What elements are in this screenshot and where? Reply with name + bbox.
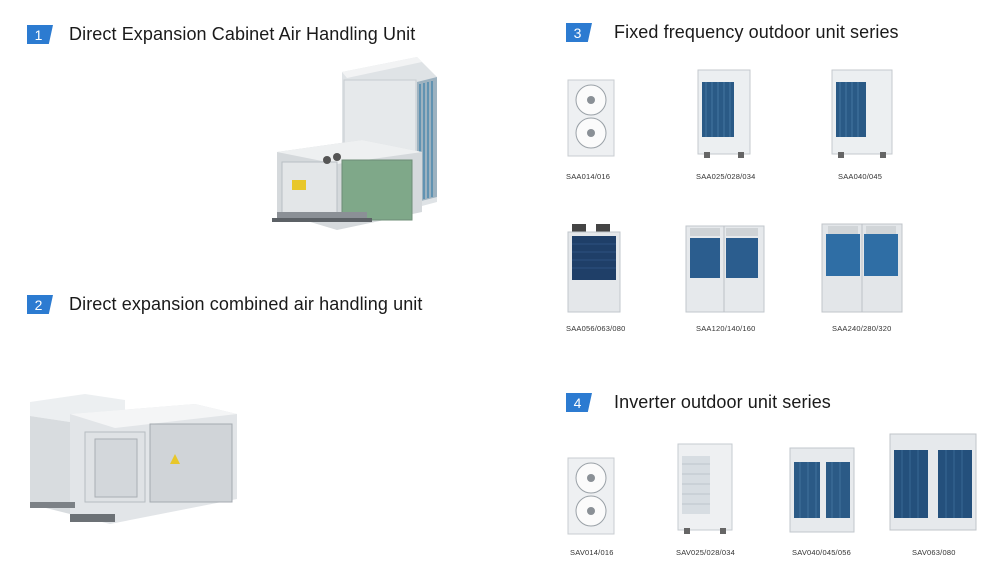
model-label: SAA240/280/320 [832, 324, 892, 333]
model-label: SAA014/016 [566, 172, 611, 181]
model-label: SAA025/028/034 [696, 172, 756, 181]
section-heading-4: 4 Inverter outdoor unit series [566, 392, 831, 413]
combined-air-handling-unit-image [30, 394, 237, 524]
section-number-badge: 2 [27, 295, 53, 314]
outdoor-unit-image [697, 69, 751, 158]
model-label: SAV040/045/056 [792, 548, 851, 557]
section-title: Inverter outdoor unit series [614, 392, 831, 412]
section-number-badge: 1 [27, 25, 53, 44]
section-title: Direct Expansion Cabinet Air Handling Un… [69, 24, 416, 44]
model-label: SAA120/140/160 [696, 324, 756, 333]
section-title: Fixed frequency outdoor unit series [614, 22, 899, 42]
section-heading-1: 1 Direct Expansion Cabinet Air Handling … [27, 24, 415, 45]
outdoor-unit-image [567, 457, 615, 535]
model-label: SAV063/080 [912, 548, 956, 557]
outdoor-unit-image [567, 79, 615, 157]
outdoor-unit-image [789, 447, 855, 533]
section-heading-3: 3 Fixed frequency outdoor unit series [566, 22, 899, 43]
section-heading-2: 2 Direct expansion combined air handling… [27, 294, 423, 315]
outdoor-unit-image [889, 433, 977, 531]
outdoor-unit-image [685, 225, 765, 313]
outdoor-unit-image [821, 223, 903, 313]
section-number-badge: 4 [566, 393, 592, 412]
cabinet-air-handling-unit-image [272, 57, 437, 230]
section-number-badge: 3 [566, 23, 592, 42]
model-label: SAV025/028/034 [676, 548, 735, 557]
outdoor-unit-image [677, 443, 733, 534]
model-label: SAA056/063/080 [566, 324, 626, 333]
section-title: Direct expansion combined air handling u… [69, 294, 423, 314]
outdoor-unit-image [567, 224, 621, 313]
model-label: SAA040/045 [838, 172, 883, 181]
model-label: SAV014/016 [570, 548, 614, 557]
outdoor-unit-image [831, 69, 893, 158]
